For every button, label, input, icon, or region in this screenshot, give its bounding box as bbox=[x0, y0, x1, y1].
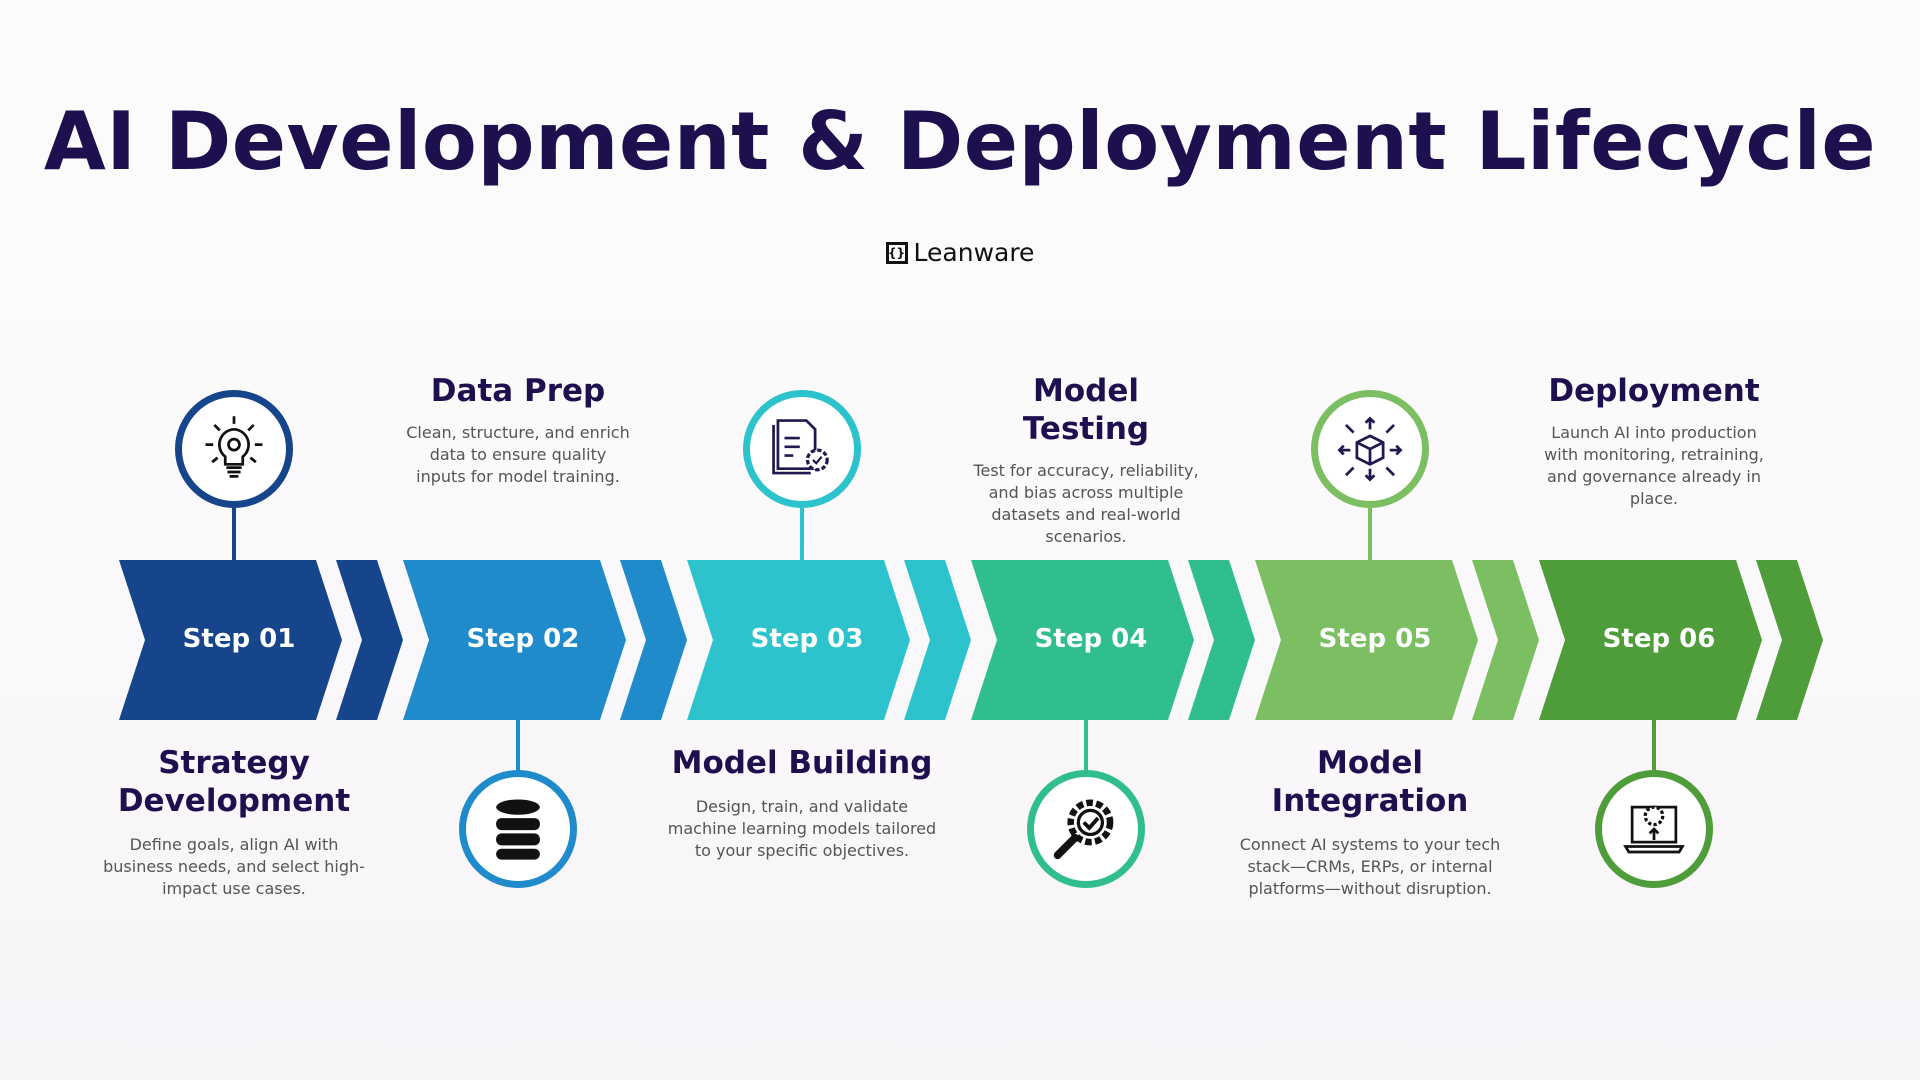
database-icon bbox=[496, 799, 540, 860]
step-title: Data Prep bbox=[430, 373, 606, 409]
step-chevron-small bbox=[336, 560, 403, 720]
step-icon-circle bbox=[175, 390, 293, 508]
step-label: Step 01 bbox=[182, 624, 296, 654]
step-chevron bbox=[403, 560, 626, 720]
connector-line bbox=[1084, 720, 1088, 772]
step-description: Design, train, and validate machine lear… bbox=[667, 797, 937, 860]
step-icon-circle bbox=[1311, 390, 1429, 508]
step-title: Model Integration bbox=[1271, 745, 1469, 819]
step-chevron bbox=[1255, 560, 1478, 720]
step-chevron bbox=[119, 560, 342, 720]
connector-line bbox=[1652, 720, 1656, 772]
step-icon-circle bbox=[743, 390, 861, 508]
step-chevron-small bbox=[1472, 560, 1539, 720]
step-title: Strategy Development bbox=[117, 745, 351, 819]
step-description: Define goals, align AI with business nee… bbox=[103, 835, 365, 898]
step-label: Step 02 bbox=[466, 624, 580, 654]
step-label: Step 05 bbox=[1318, 624, 1432, 654]
magnifier-gear-check-icon bbox=[1053, 799, 1114, 860]
step-description: Launch AI into production with monitorin… bbox=[1544, 423, 1764, 508]
document-gear-icon bbox=[772, 419, 829, 475]
step-title: Model Building bbox=[671, 745, 933, 781]
step-chevron-small bbox=[904, 560, 971, 720]
step-label: Step 04 bbox=[1034, 624, 1148, 654]
step-description: Clean, structure, and enrich data to ens… bbox=[406, 423, 630, 486]
step-icon-circle bbox=[459, 770, 577, 888]
step-chevron-small bbox=[620, 560, 687, 720]
connector-line bbox=[232, 508, 236, 560]
laptop-gear-upload-icon bbox=[1623, 805, 1685, 854]
step-icon-circle bbox=[1027, 770, 1145, 888]
step-chevron bbox=[971, 560, 1194, 720]
step-label: Step 03 bbox=[750, 624, 864, 654]
connector-line bbox=[1368, 508, 1372, 560]
box-arrows-icon bbox=[1337, 416, 1403, 482]
connector-line bbox=[800, 508, 804, 560]
step-icon-circle bbox=[1595, 770, 1713, 888]
brand-logo: {} Leanware bbox=[0, 238, 1920, 267]
connector-line bbox=[516, 720, 520, 772]
brand-name: Leanware bbox=[913, 238, 1035, 267]
lightbulb-gear-icon bbox=[205, 416, 263, 478]
step-label: Step 06 bbox=[1602, 624, 1716, 654]
page-title: AI Development & Deployment Lifecycle bbox=[43, 95, 1877, 188]
step-chevron-small bbox=[1188, 560, 1255, 720]
step-chevron-small bbox=[1756, 560, 1823, 720]
step-description: Test for accuracy, reliability, and bias… bbox=[973, 461, 1199, 546]
step-chevron bbox=[687, 560, 910, 720]
step-title: Deployment bbox=[1548, 373, 1760, 409]
step-description: Connect AI systems to your tech stack—CR… bbox=[1239, 835, 1501, 898]
step-title: Model Testing bbox=[1022, 373, 1150, 447]
step-chevron bbox=[1539, 560, 1762, 720]
leanware-logo-icon: {} bbox=[885, 241, 908, 264]
